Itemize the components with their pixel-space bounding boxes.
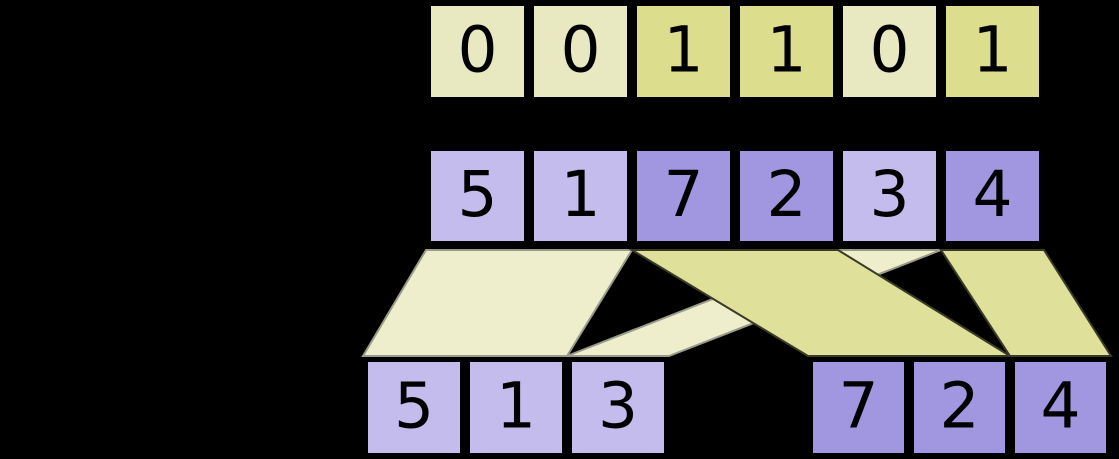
cell-box — [530, 2, 631, 101]
cell-value: 3 — [869, 158, 909, 231]
cell-value: 0 — [560, 14, 600, 87]
cell-value: 4 — [972, 158, 1012, 231]
cell-value: 4 — [1040, 370, 1080, 443]
cell-box — [839, 2, 940, 101]
cell-box — [427, 147, 528, 245]
cell-value: 5 — [457, 158, 497, 231]
ribbon-layer — [361, 249, 1113, 357]
ribbon-4-to-true-group — [939, 249, 1113, 357]
cell-value: 1 — [766, 14, 806, 87]
cell-value: 0 — [457, 14, 497, 87]
cell-value: 1 — [663, 14, 703, 87]
cell-value: 1 — [972, 14, 1012, 87]
cell-value: 0 — [869, 14, 909, 87]
cell-value: 3 — [598, 370, 638, 443]
cell-value: 2 — [766, 158, 806, 231]
cell-box — [1011, 358, 1110, 457]
cell-box — [942, 2, 1043, 101]
cell-value: 1 — [496, 370, 536, 443]
cell-box — [568, 358, 668, 457]
cell-box — [809, 358, 908, 457]
cell-box — [839, 147, 940, 245]
cell-box — [736, 2, 837, 101]
cell-box — [736, 147, 837, 245]
cell-box — [364, 358, 464, 457]
cell-box — [530, 147, 631, 245]
cell-value: 7 — [663, 158, 703, 231]
cell-box — [633, 147, 734, 245]
cell-box — [633, 2, 734, 101]
cell-box — [910, 358, 1009, 457]
cell-value: 5 — [394, 370, 434, 443]
cell-box — [466, 358, 566, 457]
ribbon-5-1-to-false-group — [361, 249, 634, 357]
cell-box — [427, 2, 528, 101]
cell-value: 7 — [838, 370, 878, 443]
cell-box — [942, 147, 1043, 245]
cell-value: 1 — [560, 158, 600, 231]
cell-value: 2 — [939, 370, 979, 443]
